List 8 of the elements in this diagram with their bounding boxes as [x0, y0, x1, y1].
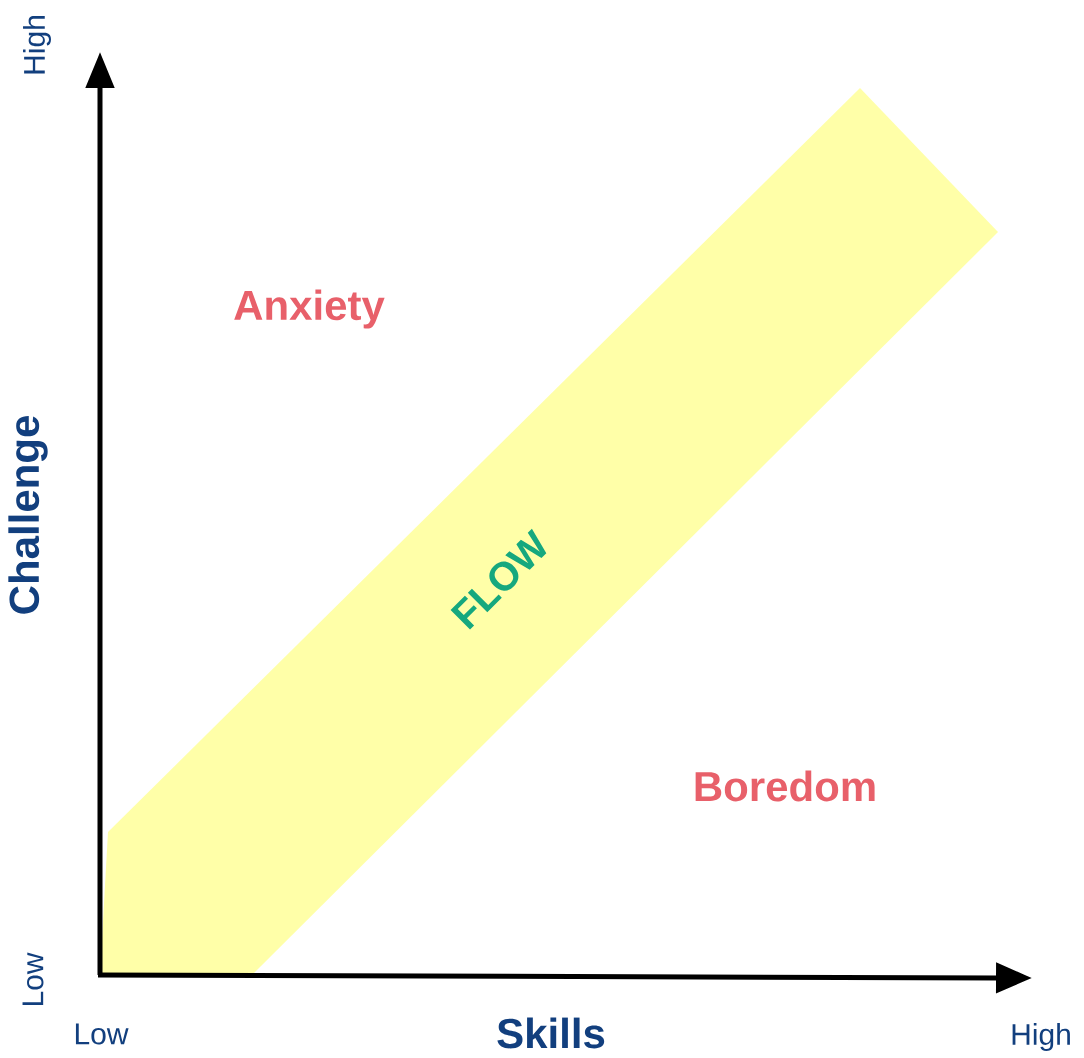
- axis-end-label: Low: [22, 952, 44, 1006]
- axis-end-label: High: [1012, 1023, 1070, 1051]
- region-label: Anxiety: [234, 289, 385, 329]
- axis-end-label: Low: [75, 1023, 129, 1045]
- axis-title: Skills: [497, 1017, 605, 1049]
- axis-title: Challenge: [8, 416, 48, 614]
- region-label: Boredom: [695, 770, 875, 802]
- axis-end-label: High: [23, 16, 51, 74]
